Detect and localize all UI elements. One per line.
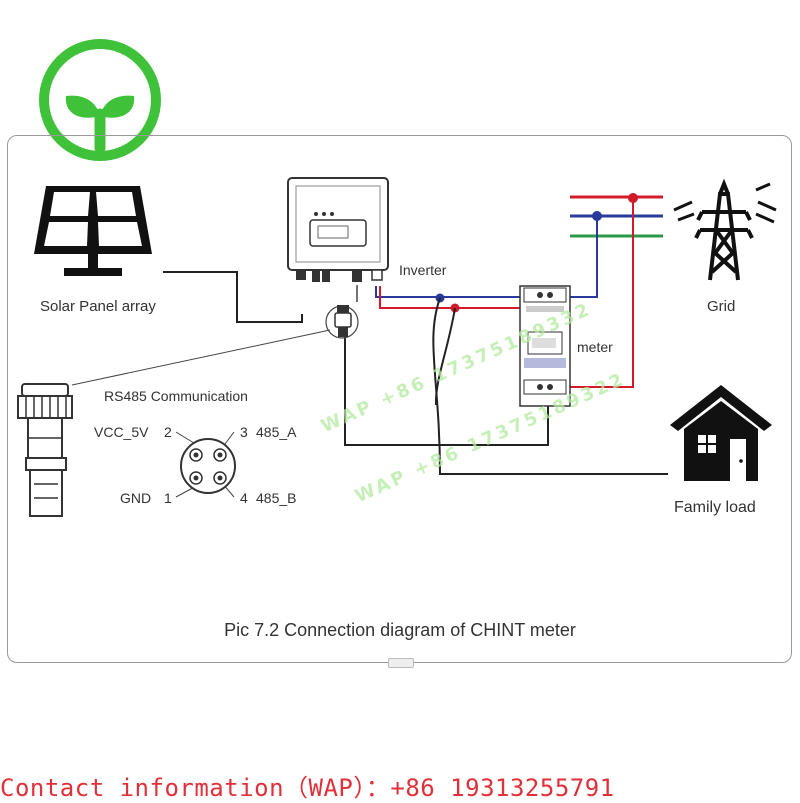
solar-panel-label: Solar Panel array xyxy=(40,298,156,315)
pin3-name: 485_A xyxy=(256,424,297,440)
pin1-number: 1 xyxy=(164,490,172,506)
meter-icon xyxy=(519,285,571,407)
pin1-name: GND xyxy=(120,490,152,506)
rs485-connector-icon xyxy=(17,383,73,517)
frame-tab-icon xyxy=(388,658,414,668)
pin4-number: 4 xyxy=(240,490,248,506)
grid-tower-icon xyxy=(673,178,777,281)
contact-info: Contact information（WAP）：+86 19313255791 xyxy=(0,774,615,802)
inverter-icon xyxy=(287,177,389,282)
inverter-label: Inverter xyxy=(399,262,447,278)
pin2-name: VCC_5V xyxy=(94,424,149,440)
rs485-label: RS485 Communication xyxy=(104,388,248,404)
meter-label: meter xyxy=(577,339,613,355)
pin4-name: 485_B xyxy=(256,490,297,506)
pin3-number: 3 xyxy=(240,424,248,440)
house-icon xyxy=(670,385,772,481)
pinout-icon xyxy=(180,438,236,494)
pin2-number: 2 xyxy=(164,424,172,440)
solar-panel-icon xyxy=(34,186,152,276)
family-load-label: Family load xyxy=(674,499,756,516)
logo-sprout-icon xyxy=(39,39,161,161)
grid-label: Grid xyxy=(707,298,736,315)
rs485-plug-icon xyxy=(334,305,352,337)
diagram-caption: Pic 7.2 Connection diagram of CHINT mete… xyxy=(224,620,576,640)
